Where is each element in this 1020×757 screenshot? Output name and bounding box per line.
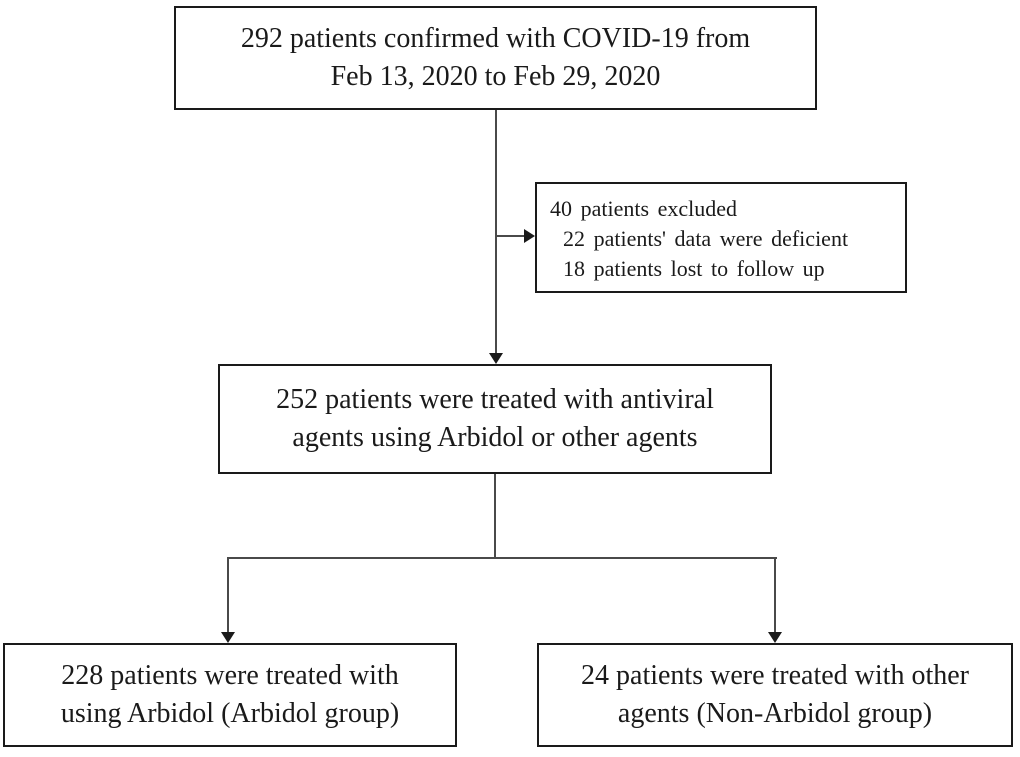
excluded-line-3: 18 patients lost to follow up xyxy=(563,256,825,281)
box-enrolled-patients: 292 patients confirmed with COVID-19 fro… xyxy=(174,6,817,110)
excluded-line-2: 22 patients' data were deficient xyxy=(563,226,849,251)
arrowhead-down-to-treated-icon xyxy=(489,353,503,364)
arrowhead-down-to-non-arbidol-icon xyxy=(768,632,782,643)
enrolled-line-1: 292 patients confirmed with COVID-19 fro… xyxy=(240,23,751,54)
non-arbidol-line-1: 24 patients were treated with other xyxy=(581,660,969,691)
connector-enrolled-to-treated xyxy=(495,110,497,354)
connector-split-right xyxy=(774,557,776,633)
connector-split-left xyxy=(227,557,229,633)
arbidol-line-1: 228 patients were treated with xyxy=(61,660,399,691)
connector-split-horizontal xyxy=(227,557,777,559)
box-treated-antiviral: 252 patients were treated with antiviral… xyxy=(218,364,772,474)
treated-line-1: 252 patients were treated with antiviral xyxy=(276,384,714,415)
box-excluded-patients: 40 patients excluded 22 patients' data w… xyxy=(535,182,907,293)
connector-branch-to-excluded xyxy=(496,235,525,237)
box-arbidol-group: 228 patients were treated with using Arb… xyxy=(3,643,457,747)
box-non-arbidol-group: 24 patients were treated with other agen… xyxy=(537,643,1013,747)
excluded-line-1: 40 patients excluded xyxy=(550,196,737,221)
arrowhead-down-to-arbidol-icon xyxy=(221,632,235,643)
arbidol-line-2: using Arbidol (Arbidol group) xyxy=(60,698,400,729)
enrolled-line-2: Feb 13, 2020 to Feb 29, 2020 xyxy=(330,61,661,92)
connector-treated-down xyxy=(494,474,496,559)
arrowhead-right-to-excluded-icon xyxy=(524,229,535,243)
non-arbidol-line-2: agents (Non-Arbidol group) xyxy=(617,698,933,729)
treated-line-2: agents using Arbidol or other agents xyxy=(292,422,698,453)
